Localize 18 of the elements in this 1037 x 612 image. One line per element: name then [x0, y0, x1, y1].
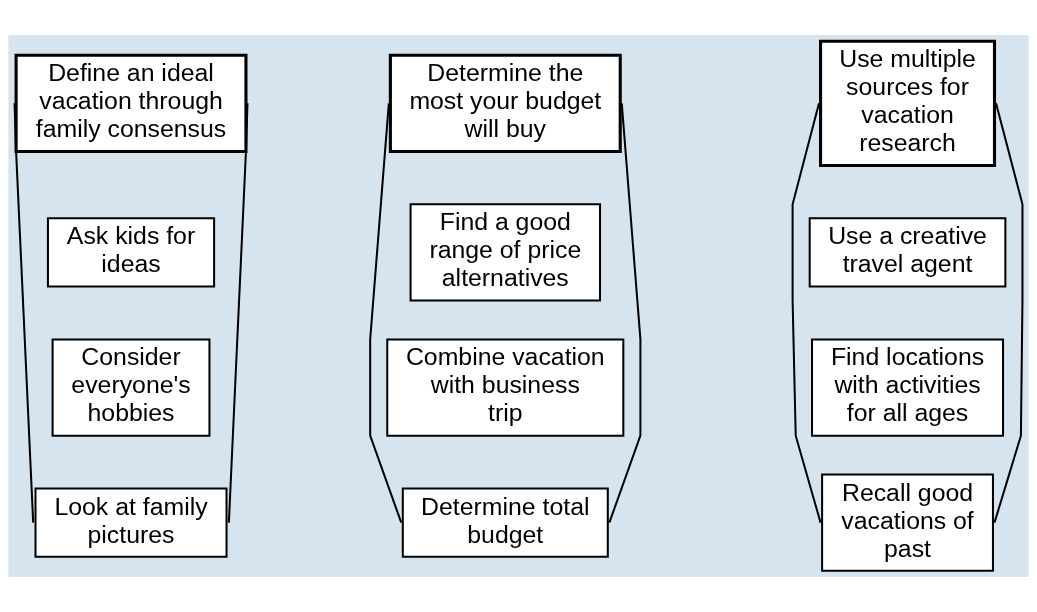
node-box: Consider everyone's hobbies	[51, 338, 211, 437]
connector	[608, 103, 642, 523]
connector	[993, 103, 1024, 523]
node-box: Find locations with activities for all ages	[811, 338, 1005, 437]
node-box: Determine the most your budget will buy	[388, 53, 622, 154]
node-box: Determine total budget	[401, 487, 609, 558]
node-box: Use a creative travel agent	[808, 217, 1007, 288]
node-box: Combine vacation with business trip	[386, 338, 625, 437]
connector	[227, 103, 249, 523]
node-box: Define an ideal vacation through family consensus	[14, 53, 248, 154]
connector	[369, 103, 403, 523]
connector	[13, 103, 35, 523]
node-box: Use multiple sources for vacation research	[819, 39, 997, 167]
node-box: Ask kids for ideas	[46, 217, 216, 288]
node-box: Find a good range of price alternatives	[409, 203, 602, 302]
connector	[791, 103, 822, 523]
node-box: Look at family pictures	[34, 487, 228, 558]
node-box: Recall good vacations of past	[821, 473, 994, 572]
